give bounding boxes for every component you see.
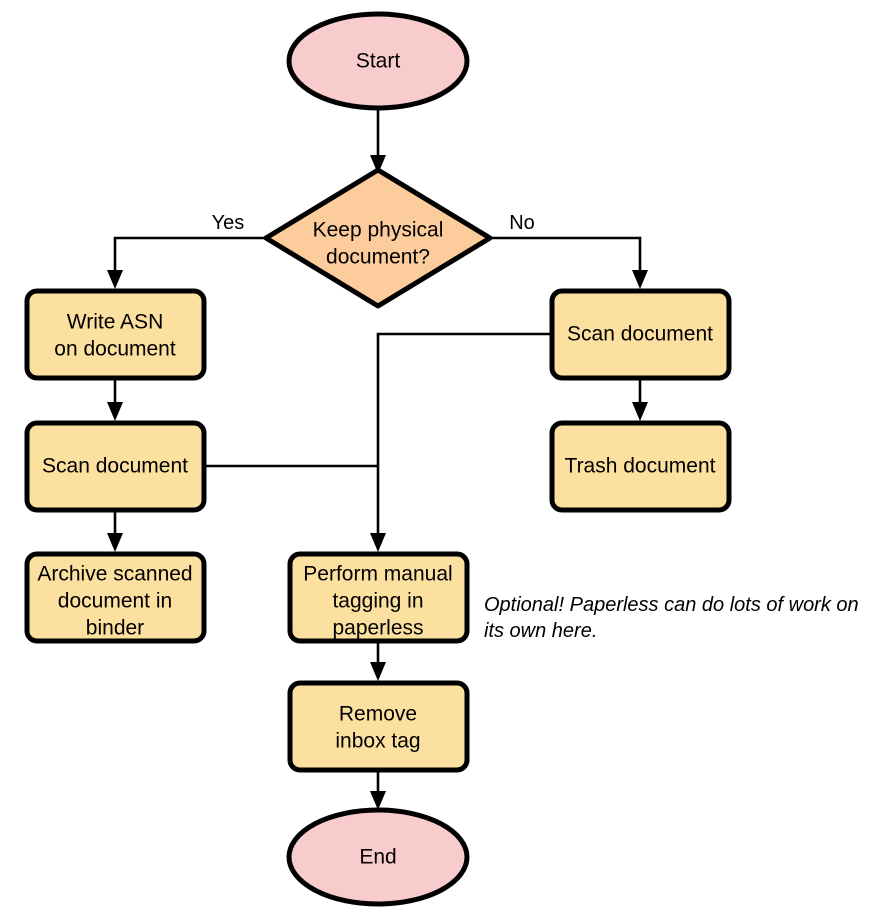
node-label-remove-inbox-tag-line2: inbox tag bbox=[335, 730, 420, 753]
edge-line bbox=[113, 236, 266, 279]
node-label-write-asn-line1: Write ASN bbox=[67, 311, 163, 334]
edge-write-asn-to-scan-left bbox=[107, 378, 123, 421]
process-box[interactable] bbox=[24, 551, 207, 644]
node-label-archive-line3: binder bbox=[86, 617, 144, 640]
node-label-start: Start bbox=[356, 50, 401, 73]
node-write-asn-on-document[interactable]: Write ASN on document bbox=[24, 288, 207, 381]
arrowhead-icon bbox=[107, 402, 123, 421]
arrowhead-icon bbox=[370, 791, 386, 810]
edge-remove-inbox-tag-to-end bbox=[370, 770, 386, 810]
node-trash-document[interactable]: Trash document bbox=[549, 420, 732, 513]
node-keep-physical-document[interactable]: Keep physical document? bbox=[263, 167, 493, 309]
edge-line bbox=[490, 236, 642, 279]
edge-scan-right-to-tagging bbox=[370, 332, 552, 552]
node-start[interactable]: Start bbox=[286, 11, 470, 111]
process-box[interactable] bbox=[549, 420, 732, 513]
node-label-keep-physical-document-line2: document? bbox=[326, 246, 430, 269]
node-label-remove-inbox-tag-line1: Remove bbox=[339, 703, 417, 726]
process-box[interactable] bbox=[24, 420, 207, 513]
annotation-line-2: its own here. bbox=[484, 620, 597, 642]
edge-label-yes: Yes bbox=[212, 212, 245, 234]
arrowhead-icon bbox=[632, 402, 648, 421]
arrowhead-icon bbox=[370, 155, 386, 174]
annotation-line-1: Optional! Paperless can do lots of work … bbox=[484, 594, 859, 616]
process-box[interactable] bbox=[287, 680, 470, 773]
arrowhead-icon bbox=[370, 533, 386, 552]
arrowhead-icon bbox=[107, 270, 123, 289]
node-scan-document-right[interactable]: Scan document bbox=[549, 288, 732, 381]
process-box[interactable] bbox=[24, 288, 207, 381]
node-layer: Start Keep physical document? Write ASN … bbox=[24, 11, 732, 907]
edge-decision-no-to-scan-right: No bbox=[490, 212, 648, 289]
node-scan-document-left[interactable]: Scan document bbox=[24, 420, 207, 513]
node-label-keep-physical-document-line1: Keep physical bbox=[313, 219, 444, 242]
edge-decision-yes-to-write-asn: Yes bbox=[107, 212, 266, 289]
edge-scan-right-to-trash bbox=[632, 378, 648, 421]
node-label-end: End bbox=[359, 846, 396, 869]
decision-diamond[interactable] bbox=[263, 167, 493, 309]
start-ellipse[interactable] bbox=[286, 11, 470, 111]
process-box[interactable] bbox=[287, 551, 470, 644]
node-remove-inbox-tag[interactable]: Remove inbox tag bbox=[287, 680, 470, 773]
arrowhead-icon bbox=[370, 662, 386, 681]
edge-layer: Yes No bbox=[107, 108, 648, 810]
node-label-trash-document: Trash document bbox=[565, 455, 716, 478]
node-label-tagging-line1: Perform manual bbox=[303, 563, 452, 586]
node-label-tagging-line3: paperless bbox=[332, 617, 423, 640]
optional-note-annotation: Optional! Paperless can do lots of work … bbox=[484, 594, 859, 642]
edge-scan-left-to-archive bbox=[107, 510, 123, 552]
arrowhead-icon bbox=[107, 533, 123, 552]
node-label-write-asn-line2: on document bbox=[54, 338, 176, 361]
edge-tagging-to-remove-inbox-tag bbox=[370, 641, 386, 681]
node-label-scan-document-right: Scan document bbox=[567, 323, 713, 346]
end-ellipse[interactable] bbox=[286, 807, 470, 907]
edge-start-to-decision bbox=[370, 108, 386, 174]
edge-line bbox=[376, 332, 552, 542]
node-label-archive-line1: Archive scanned bbox=[37, 563, 192, 586]
node-archive-scanned-document-in-binder[interactable]: Archive scanned document in binder bbox=[24, 551, 207, 644]
arrowhead-icon bbox=[632, 270, 648, 289]
process-box[interactable] bbox=[549, 288, 732, 381]
node-label-scan-document-left: Scan document bbox=[42, 455, 188, 478]
node-perform-manual-tagging-in-paperless[interactable]: Perform manual tagging in paperless bbox=[287, 551, 470, 644]
node-end[interactable]: End bbox=[286, 807, 470, 907]
node-label-archive-line2: document in bbox=[58, 590, 172, 613]
edge-label-no: No bbox=[509, 212, 535, 234]
node-label-tagging-line2: tagging in bbox=[332, 590, 423, 613]
